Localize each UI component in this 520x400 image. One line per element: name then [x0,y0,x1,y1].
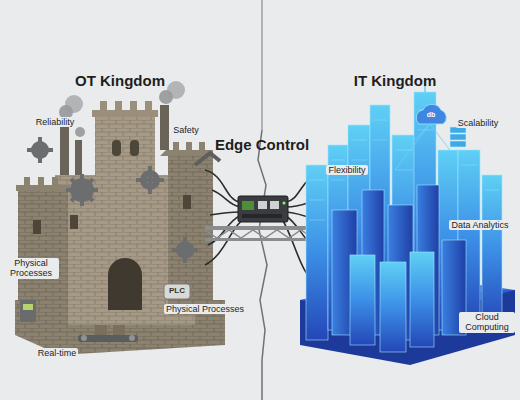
feature-label: Physical Processes [3,258,59,279]
region-heading: IT Kingdom [354,72,437,89]
icon-label: db [427,111,436,119]
bridge [205,226,323,241]
feature-label: Data Analytics [449,220,510,230]
edge-device [238,196,288,222]
feature-label: Real-time [36,348,79,358]
icon-label: PLC [169,286,185,295]
feature-label: Safety [171,125,201,135]
feature-label: Physical Processes [164,304,246,314]
feature-label: Scalability [456,118,501,128]
feature-label: Flexibility [326,165,367,175]
feature-label: Cloud Computing [459,312,515,333]
feature-label: Reliability [34,117,77,127]
region-heading: OT Kingdom [75,72,165,89]
city [300,78,515,365]
center-heading: Edge Control [215,136,309,153]
